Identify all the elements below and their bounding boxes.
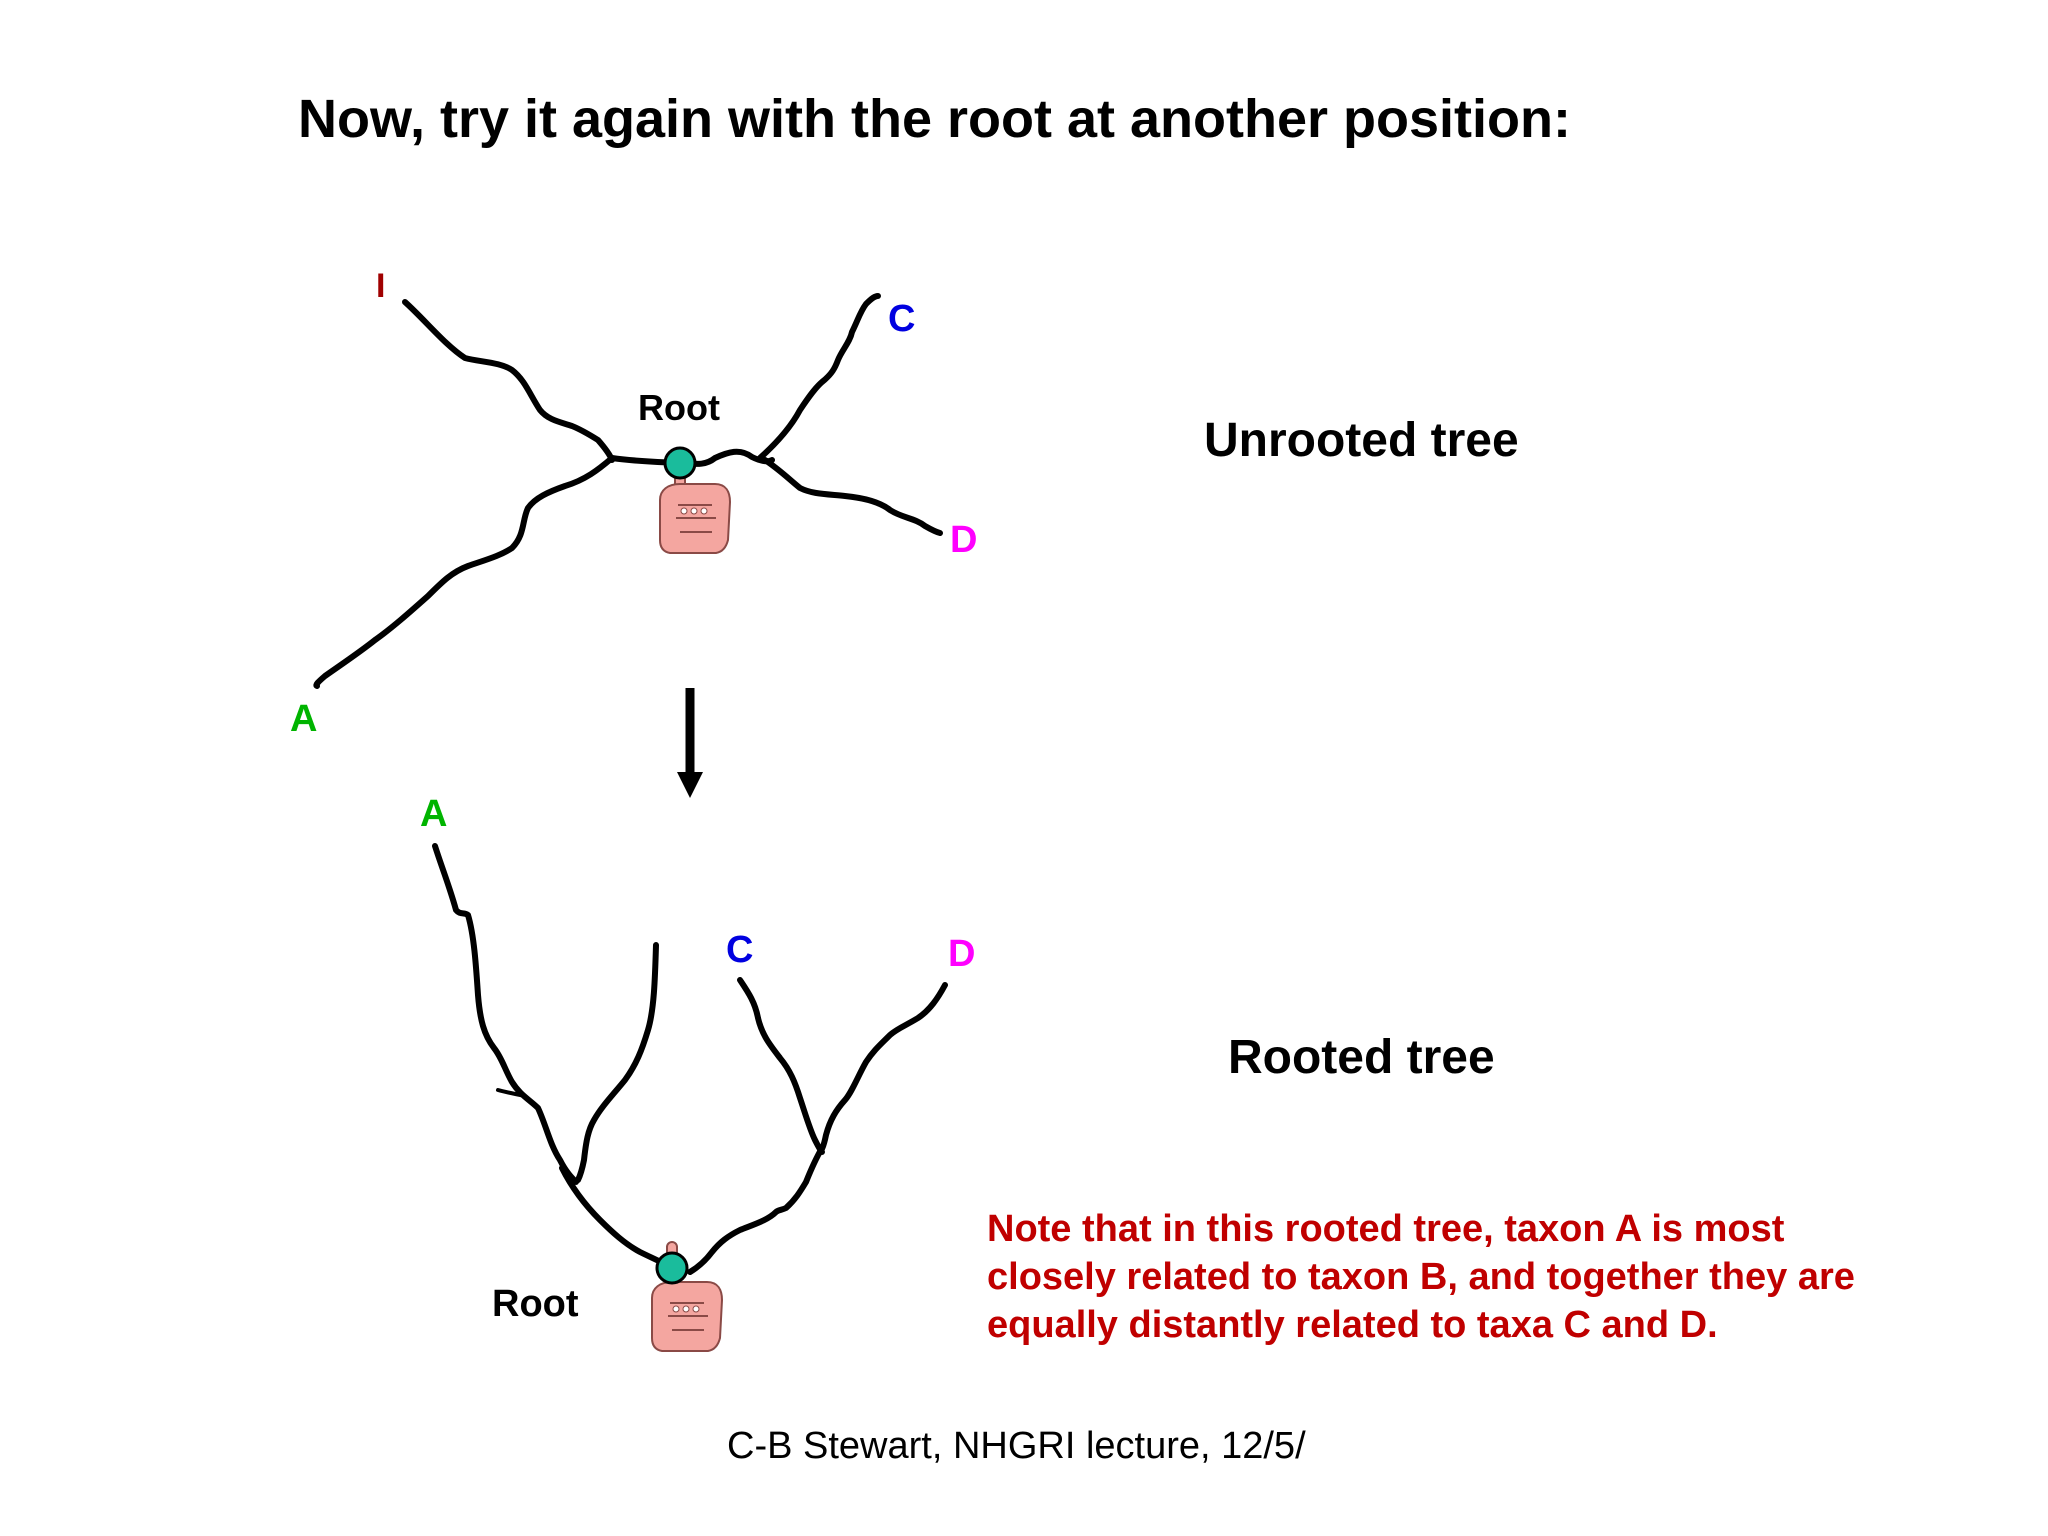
rooted-root-node [655,1251,689,1285]
rooted-branch-cd [687,1145,825,1275]
unrooted-taxon-c-label: C [888,298,915,340]
unrooted-branch-d [762,457,943,536]
unrooted-taxon-b-label: I [376,267,385,305]
down-arrow-icon [677,688,703,798]
slide-title: Now, try it again with the root at anoth… [298,89,1571,149]
unrooted-branch-b [402,299,615,463]
unrooted-taxon-d-label: D [950,519,977,561]
unrooted-root-label: Root [638,387,720,428]
rooted-taxon-d-label: D [948,933,975,975]
rooted-hand-icon [651,1241,724,1352]
unrooted-taxon-a-label: A [290,698,317,740]
unrooted-tree-label: Unrooted tree [1204,414,1519,467]
unrooted-branch-a [313,455,615,689]
rooted-root-marker [651,1241,724,1352]
rooted-branch-a [432,843,579,1185]
unrooted-root-node [663,446,697,480]
rooted-branch-d [817,982,948,1155]
note-text: Note that in this rooted tree, taxon A i… [987,1208,1855,1346]
rooted-branch-b [575,942,659,1183]
unrooted-tree [313,293,943,689]
footer-credit: C-B Stewart, NHGRI lecture, 12/5/ [727,1425,1306,1467]
unrooted-hand-icon [659,474,732,554]
rooted-branch-c [737,977,825,1155]
unrooted-root-marker [659,446,732,554]
rooted-tree-label: Rooted tree [1228,1031,1495,1084]
unrooted-branch-c [757,293,881,461]
rooted-branch-tick [496,1088,527,1098]
rooted-branch-ab [559,1165,675,1271]
rooted-tree [432,843,948,1275]
rooted-taxon-c-label: C [726,929,753,971]
rooted-taxon-a-label: A [420,793,447,835]
rooted-root-label: Root [492,1283,579,1325]
